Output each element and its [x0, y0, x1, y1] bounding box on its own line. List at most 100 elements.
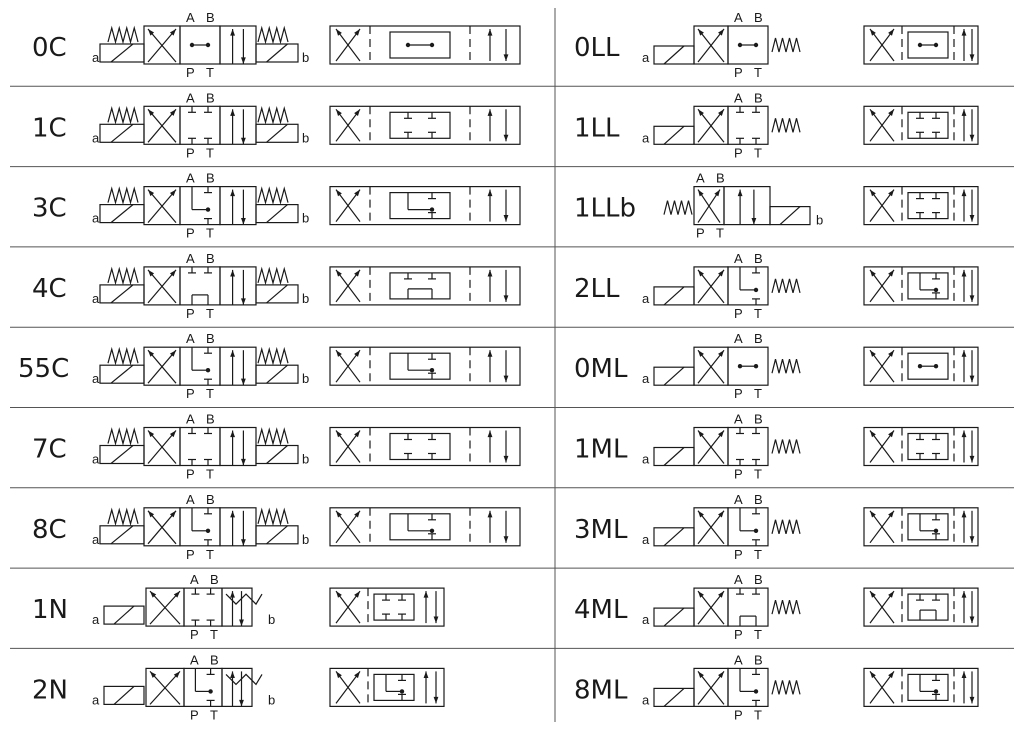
- junction-dot: [429, 207, 435, 212]
- solenoid-icon: [255, 204, 299, 224]
- arrow-head: [503, 295, 509, 302]
- valve-code: 1LL: [574, 113, 620, 143]
- valve-box: [907, 593, 949, 621]
- arrow-head: [870, 430, 876, 438]
- side-label-side_a: a: [642, 130, 650, 145]
- arrow-head: [870, 671, 876, 679]
- valve-code: 2LL: [574, 274, 620, 304]
- port-label-a: A: [186, 90, 195, 105]
- valve-box: [727, 426, 769, 467]
- port-label-a: A: [734, 412, 743, 427]
- valve-box: [221, 587, 253, 627]
- symbol-line: [335, 349, 361, 383]
- valve-box: [389, 31, 451, 59]
- arrow-head: [870, 591, 876, 598]
- port-label-b: B: [754, 331, 763, 346]
- arrow-head: [969, 696, 975, 704]
- port-label-b: B: [210, 652, 219, 667]
- port-label-t: T: [206, 306, 214, 321]
- solenoid-icon: [255, 364, 299, 384]
- side-label-side_a: a: [92, 532, 100, 547]
- port-label-p: P: [734, 707, 743, 722]
- arrow-head: [240, 458, 246, 466]
- arrow-head: [870, 350, 876, 357]
- arrow-head: [888, 189, 894, 197]
- arrow-head: [354, 671, 360, 679]
- arrow-head: [148, 430, 155, 438]
- valve-box: [183, 587, 223, 627]
- arrow-head: [969, 215, 975, 222]
- arrow-head: [173, 671, 180, 678]
- spring-icon: [257, 427, 289, 446]
- arrow-head: [354, 269, 360, 277]
- arrow-head: [503, 215, 509, 222]
- arrow-head: [148, 189, 155, 197]
- symbol-line: [113, 685, 135, 705]
- side-label-side_a: a: [642, 291, 650, 306]
- symbol-line: [147, 510, 177, 545]
- valve-box: [727, 346, 769, 386]
- arrow-head: [230, 189, 236, 197]
- symbol-line: [110, 123, 134, 143]
- arrow-head: [148, 109, 155, 116]
- valve-box-large: [863, 667, 979, 708]
- arrow-head: [433, 696, 439, 704]
- port-label-a: A: [186, 171, 195, 186]
- valve-box: [219, 25, 257, 65]
- side-label-side_b: b: [302, 211, 309, 226]
- solenoid-icon: [255, 123, 299, 143]
- arrow-head: [148, 350, 155, 357]
- arrow-head: [961, 671, 967, 678]
- valve-code: 2N: [32, 675, 68, 705]
- port-label-a: A: [186, 10, 195, 25]
- arrow-head: [148, 510, 155, 518]
- arrow-head: [487, 269, 493, 277]
- valve-box: [183, 667, 223, 708]
- port-label-t: T: [206, 65, 214, 80]
- valve-box: [219, 507, 257, 547]
- spring-icon: [257, 186, 289, 205]
- arrow-head: [961, 350, 967, 357]
- valve-box-large: [329, 507, 521, 547]
- arrow-head: [487, 109, 493, 116]
- port-label-t: T: [206, 467, 214, 482]
- arrow-head: [169, 189, 176, 197]
- port-label-p: P: [734, 386, 743, 401]
- arrow-head: [240, 137, 246, 145]
- symbol-line: [110, 364, 134, 384]
- junction-dot: [933, 689, 939, 694]
- junction-dot: [753, 689, 759, 694]
- spring-icon: [771, 118, 801, 133]
- port-label-t: T: [206, 547, 214, 562]
- symbol-line: [663, 286, 685, 306]
- arrow-head: [150, 591, 157, 598]
- arrow-head: [336, 671, 342, 679]
- valve-code: 0LL: [574, 33, 620, 63]
- spring-icon: [107, 507, 139, 527]
- port-label-b: B: [210, 572, 219, 587]
- spring-icon: [257, 105, 289, 125]
- side-label-side_a: a: [92, 130, 100, 145]
- arrow-head: [698, 671, 704, 679]
- side-label-side_a: a: [642, 532, 650, 547]
- junction-dot: [208, 689, 213, 694]
- symbol-line: [113, 605, 135, 625]
- symbol-line: [149, 590, 181, 625]
- symbol-line: [779, 206, 801, 226]
- valve-code: 8C: [32, 515, 67, 545]
- valve-code: 1N: [32, 595, 68, 625]
- junction-dot: [399, 689, 405, 694]
- arrow-head: [487, 430, 493, 438]
- symbol-line: [335, 510, 361, 544]
- arrow-head: [336, 430, 342, 438]
- arrow-head: [336, 29, 342, 36]
- valve-box: [389, 352, 451, 380]
- arrow-head: [961, 510, 967, 518]
